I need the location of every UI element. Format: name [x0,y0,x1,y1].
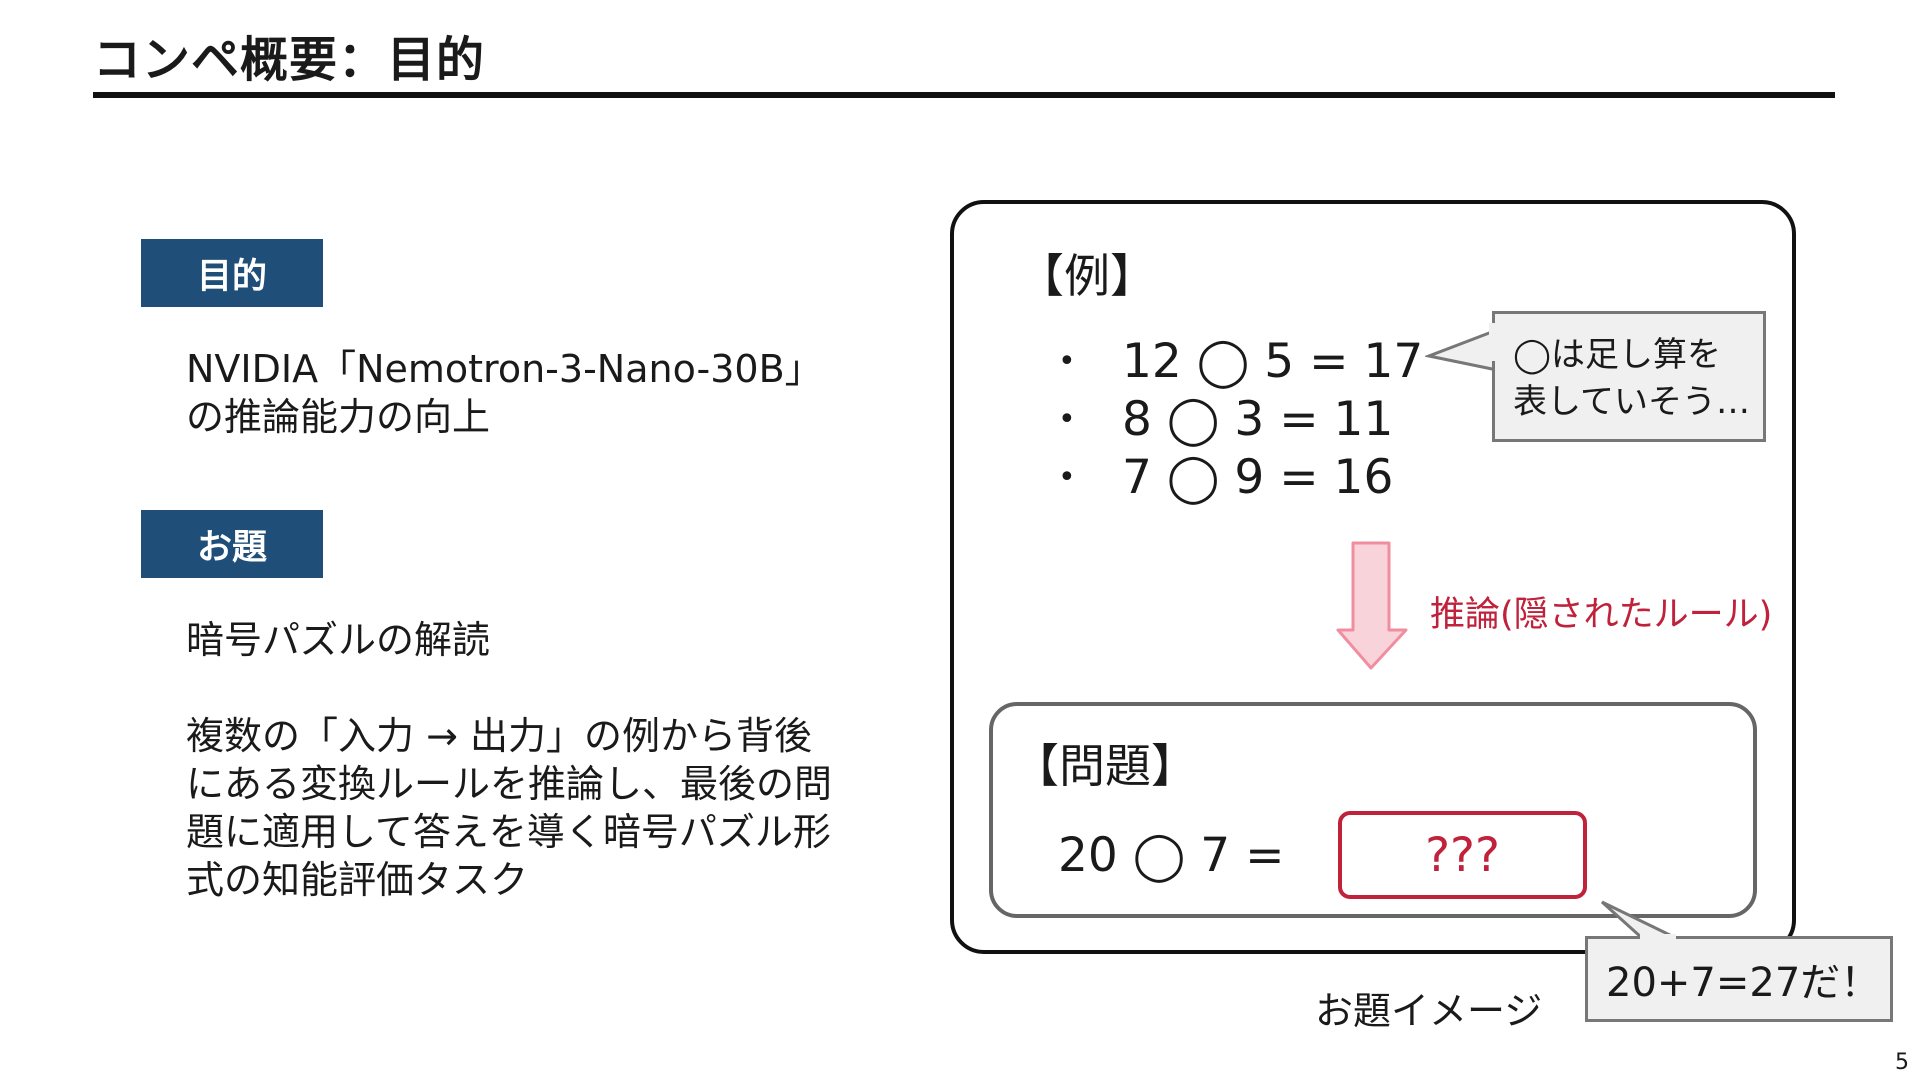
example-row-2: • 8 ◯ 3 = 11 [1058,392,1393,447]
speech-bubble: ◯は足し算を 表していそう… [1492,311,1766,442]
answer-callout: 20+7=27だ！ [1585,936,1893,1022]
topic-line-1: 複数の「入力 → 出力」の例から背後 [186,714,812,758]
problem-equation: 20 ◯ 7 = [1058,828,1285,883]
answer-box: ??? [1338,811,1587,899]
figure-panel [950,200,1796,954]
inference-label: 推論(隠されたルール) [1430,595,1773,635]
problem-panel [989,702,1757,918]
example-title: 【例】 [1018,249,1156,303]
example-row-1: • 12 ◯ 5 = 17 [1058,334,1423,389]
title-underline [93,92,1835,98]
down-arrow-icon [1336,541,1408,670]
purpose-text: NVIDIA「Nemotron-3-Nano-30B」 の推論能力の向上 [186,345,823,441]
speech-line-2: 表していそう… [1513,382,1750,422]
speech-line-1: ◯は足し算を [1513,335,1722,375]
example-equation: 7 ◯ 9 = 16 [1122,450,1394,505]
purpose-line-2: の推論能力の向上 [186,395,491,439]
topic-description: 複数の「入力 → 出力」の例から背後 にある変換ルールを推論し、最後の問 題に適… [186,712,832,904]
answer-callout-pointer-mask [1640,934,1676,942]
topic-line-4: 式の知能評価タスク [186,858,529,902]
topic-summary: 暗号パズルの解読 [186,618,491,662]
topic-line-3: 題に適用して答えを導く暗号パズル形 [186,810,831,854]
example-equation: 12 ◯ 5 = 17 [1122,334,1424,389]
slide-title: コンペ概要：目的 [93,32,486,88]
topic-line-2: にある変換ルールを推論し、最後の問 [186,762,833,806]
page-number: 5 [1895,1050,1909,1075]
bullet: • [1058,460,1076,495]
speech-pointer-mask [1489,323,1499,361]
bullet: • [1058,344,1076,379]
example-equation: 8 ◯ 3 = 11 [1122,392,1394,447]
topic-label: お題 [141,510,323,578]
example-row-3: • 7 ◯ 9 = 16 [1058,450,1393,505]
problem-title: 【問題】 [1013,739,1197,793]
purpose-line-1: NVIDIA「Nemotron-3-Nano-30B」 [186,347,823,391]
purpose-label: 目的 [141,239,323,307]
figure-caption: お題イメージ [1315,989,1543,1033]
bullet: • [1058,402,1076,437]
